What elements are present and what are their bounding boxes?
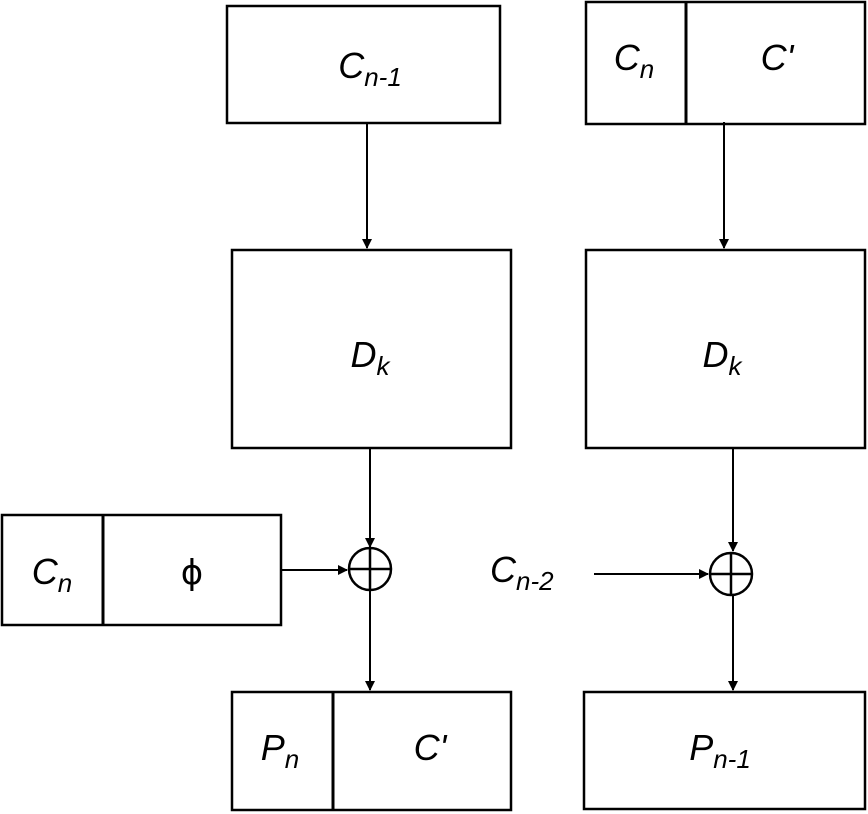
right-input-cell1-label: Cn	[614, 37, 654, 84]
right-output-subscript: n-1	[713, 744, 751, 774]
right-xor-input-label: Cn-2	[490, 549, 554, 596]
right-input-cell2-label: C'	[761, 37, 795, 78]
right-output-base: P	[689, 727, 713, 768]
left-output-cell2-label: C'	[414, 727, 448, 768]
left-xor-input-phi: ϕ	[181, 553, 203, 593]
right-xor-input-subscript: n-2	[516, 566, 554, 596]
right-input-cell1-subscript: n	[640, 54, 654, 84]
right-decrypt-subscript: k	[729, 351, 744, 381]
right-xor-input-base: C	[490, 549, 517, 590]
left-decrypt-base: D	[351, 334, 377, 375]
left-chain: Cn-1 Dk Cn ϕ Pn C'	[0, 4, 513, 812]
left-output-cell1-label: Pn	[261, 727, 299, 774]
left-output-cell1-subscript: n	[285, 744, 299, 774]
left-xor-input-cell1-base: C	[32, 551, 59, 592]
left-input-box: Cn-1	[225, 4, 502, 125]
left-xor-input-cell1-label: Cn	[32, 551, 72, 598]
left-xor-input-cell1-subscript: n	[58, 568, 72, 598]
right-input-box: Cn C'	[584, 0, 867, 126]
left-xor-input-box: Cn ϕ	[0, 513, 283, 627]
right-chain: Cn C' Dk Cn-2 Pn-1	[490, 0, 867, 811]
left-decrypt-subscript: k	[377, 351, 392, 381]
left-input-base: C	[338, 45, 365, 86]
right-xor-icon	[708, 551, 754, 597]
right-output-label: Pn-1	[689, 727, 751, 774]
right-decrypt-box: Dk	[584, 248, 867, 450]
right-decrypt-base: D	[703, 334, 729, 375]
right-output-box: Pn-1	[582, 690, 867, 811]
left-decrypt-label: Dk	[351, 334, 392, 381]
left-xor-icon	[347, 546, 393, 592]
left-input-label: Cn-1	[338, 45, 402, 92]
left-output-cell1-base: P	[261, 727, 285, 768]
left-input-subscript: n-1	[364, 62, 402, 92]
left-decrypt-box: Dk	[230, 248, 513, 450]
right-input-cell1-base: C	[614, 37, 641, 78]
right-decrypt-label: Dk	[703, 334, 744, 381]
left-output-box: Pn C'	[230, 690, 513, 812]
